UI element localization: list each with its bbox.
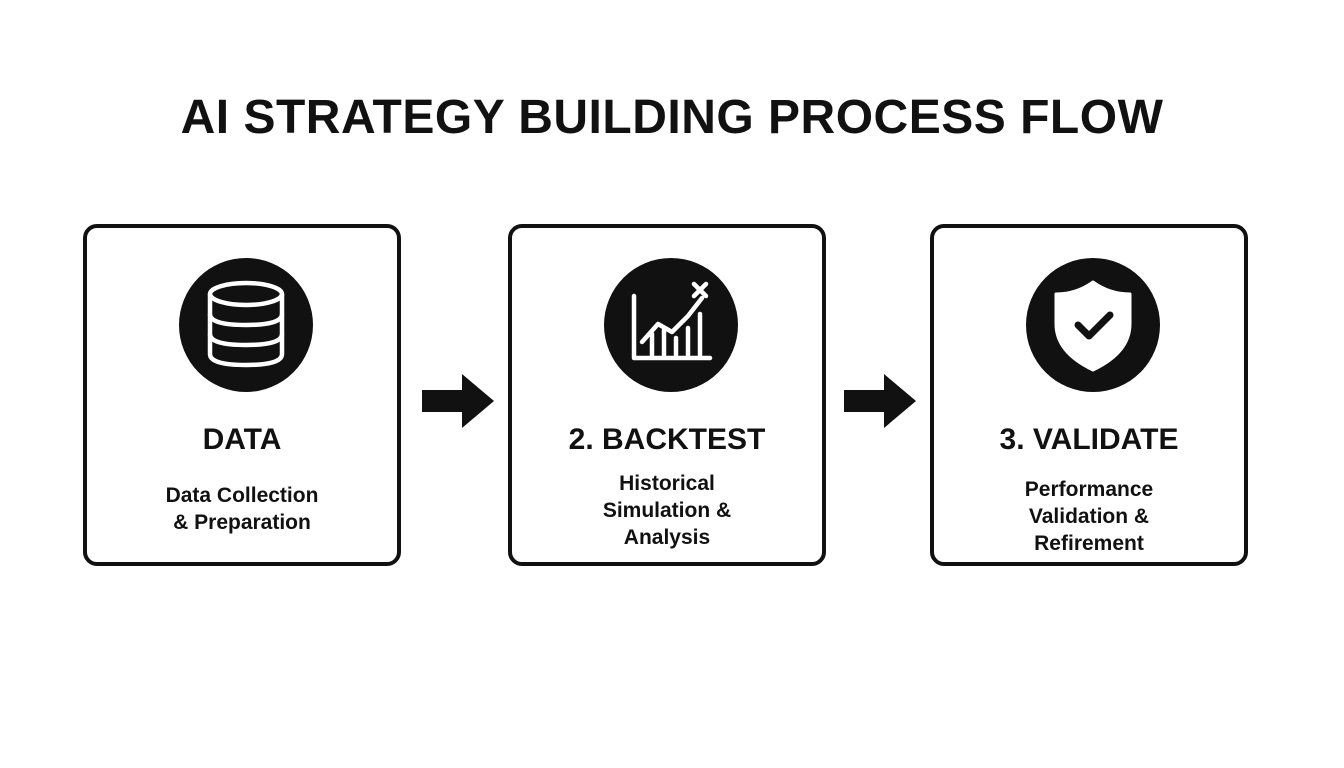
step-description: Historical Simulation & Analysis [512,470,822,551]
step-description-line: Analysis [623,526,711,549]
step-description-line: Validation & [1028,505,1150,528]
step-title: DATA [202,423,282,456]
arrow-right-icon [422,374,494,428]
database-icon [179,258,313,392]
step-description-line: Historical [619,472,715,495]
step-title: 2. BACKTEST [568,423,766,456]
step-title: 3. VALIDATE [999,423,1179,456]
step-description-line: Data Collection [165,484,319,507]
step-description-line: Refirement [1034,532,1144,555]
shield-check-icon [1026,258,1160,392]
step-card-backtest: 2. BACKTEST Historical Simulation & Anal… [508,224,826,566]
step-description-line: & Preparation [173,511,311,534]
step-card-data: DATA Data Collection & Preparation [83,224,401,566]
step-description: Data Collection & Preparation [87,482,397,536]
chart-growth-icon [604,258,738,392]
step-description-line: Simulation & [602,499,732,522]
diagram-title: AI STRATEGY BUILDING PROCESS FLOW [180,91,1164,144]
step-description-line: Performance [1024,478,1154,501]
step-card-validate: 3. VALIDATE Performance Validation & Ref… [930,224,1248,566]
arrow-right-icon [844,374,916,428]
step-description: Performance Validation & Refirement [934,476,1244,557]
